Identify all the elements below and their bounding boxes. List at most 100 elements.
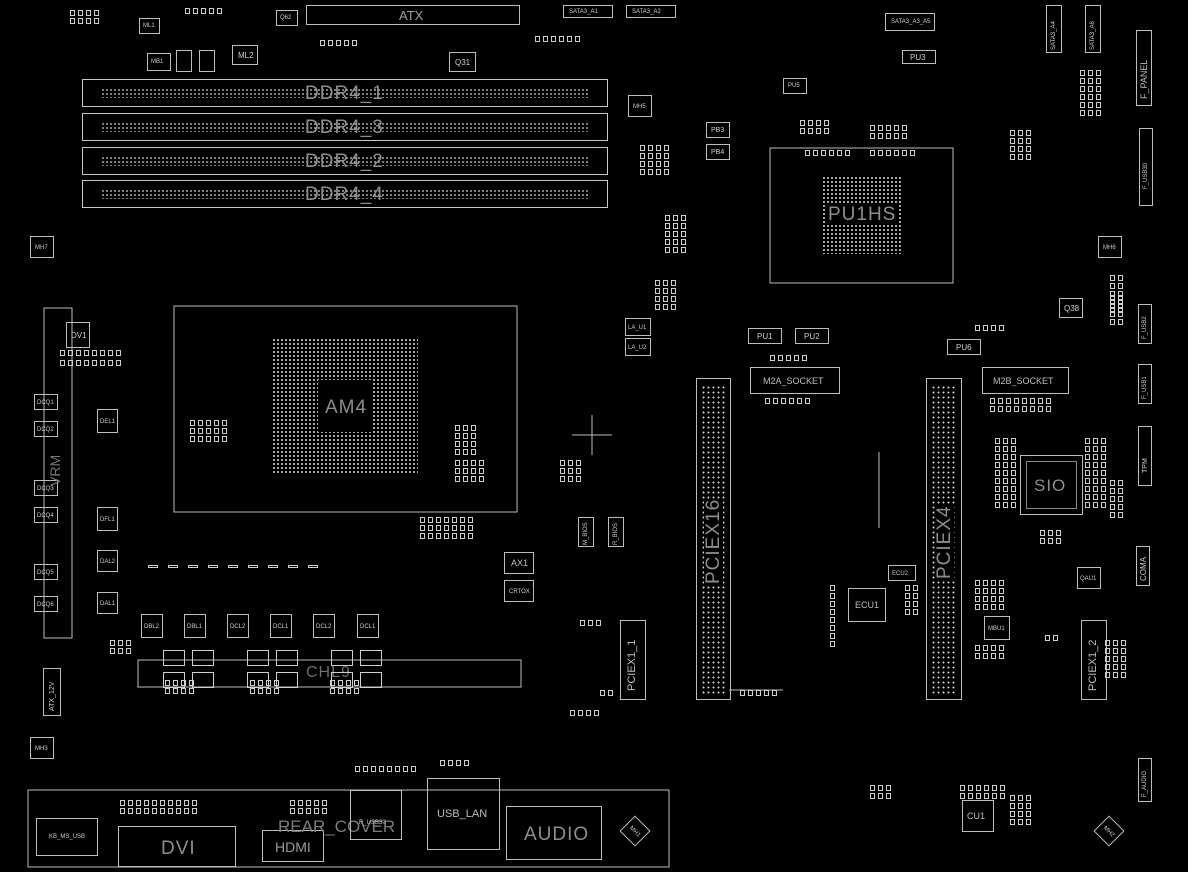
pciex1-2-label: PCIEX1_2: [1087, 639, 1099, 691]
smd-pad: [1006, 406, 1011, 412]
m2a-socket: M2A_SOCKET: [750, 367, 840, 394]
smd-pad: [208, 565, 218, 568]
smd-pad: [656, 161, 661, 167]
smd-pad: [568, 460, 573, 466]
smd-pad: [1011, 446, 1016, 452]
smd-pad: [306, 800, 311, 806]
smd-pad: [444, 525, 449, 531]
smd-pad: [975, 604, 980, 610]
smd-pad: [173, 680, 178, 686]
smd-pad: [92, 360, 97, 366]
smd-pad: [1030, 398, 1035, 404]
smd-pad: [656, 169, 661, 175]
smd-pad: [665, 231, 670, 237]
smd-pad: [322, 800, 327, 806]
smd-pad: [411, 766, 416, 772]
smd-pad: [995, 494, 1000, 500]
smd-pad: [1110, 319, 1115, 325]
smd-pad: [870, 785, 875, 791]
f-panel-header: F_PANEL: [1136, 30, 1152, 106]
pu1-chip: PU1: [748, 328, 782, 344]
smd-pad: [206, 420, 211, 426]
smd-pad: [1006, 398, 1011, 404]
smd-pad: [1118, 295, 1123, 301]
smd-pad: [1101, 478, 1106, 484]
smd-pad: [1003, 438, 1008, 444]
smd-pad: [894, 125, 899, 131]
smd-pad: [479, 468, 484, 474]
smd-pad: [1003, 470, 1008, 476]
pu2-chip: PU2: [795, 328, 829, 344]
dcq1-chip: DCQ1: [34, 394, 58, 410]
smd-pad: [664, 153, 669, 159]
smd-pad: [829, 150, 834, 156]
sata-a4-connector: SATA3_A4: [1046, 5, 1062, 53]
smd-pad: [1085, 462, 1090, 468]
smd-pad: [830, 593, 835, 599]
smd-pad: [913, 585, 918, 591]
smd-pad: [663, 304, 668, 310]
smd-pad: [76, 350, 81, 356]
smd-pad: [570, 710, 575, 716]
smd-pad: [68, 350, 73, 356]
smd-pad: [673, 231, 678, 237]
smd-pad: [468, 525, 473, 531]
smd-pad: [228, 565, 238, 568]
smd-pad: [1026, 795, 1031, 801]
smd-pad: [190, 428, 195, 434]
sata-a6-label: SATA3_A6: [1090, 21, 1096, 50]
smd-pad: [455, 460, 460, 466]
vrm-inductor-label: DBL1: [187, 624, 203, 630]
mosfet-pad: [276, 650, 298, 666]
vrm-inductor-3: DCL2: [227, 614, 249, 638]
coma-header: COMA: [1136, 546, 1150, 586]
dcq-label: DCQ1: [37, 400, 54, 406]
smd-pad: [648, 169, 653, 175]
ax1-crystal: AX1: [504, 552, 534, 574]
smd-pad: [463, 449, 468, 455]
dcq-label: DCQ3: [37, 486, 54, 492]
smd-pad: [100, 350, 105, 356]
smd-pad: [1056, 538, 1061, 544]
sio-chip: SIO: [1020, 455, 1083, 515]
pu5-label: PU5: [788, 83, 800, 89]
smd-pad: [94, 18, 99, 24]
smd-pad: [543, 36, 548, 42]
vrm-inductor-label: DCL2: [316, 624, 332, 630]
smd-pad: [1011, 478, 1016, 484]
smd-pad: [800, 128, 805, 134]
smd-pad: [336, 40, 341, 46]
smd-pad: [118, 640, 123, 646]
cu1-label: CU1: [967, 811, 986, 821]
smd-pad: [648, 153, 653, 159]
smd-pad: [471, 476, 476, 482]
smd-pad: [258, 680, 263, 686]
smd-pad: [176, 808, 181, 814]
smd-pad: [420, 525, 425, 531]
smd-pad: [781, 398, 786, 404]
smd-pad: [640, 153, 645, 159]
smd-pad: [995, 446, 1000, 452]
smd-pad: [1093, 446, 1098, 452]
smd-pad: [455, 441, 460, 447]
pu6-chip: PU6: [947, 339, 981, 355]
dimm-pins: [101, 156, 589, 166]
smd-pad: [165, 688, 170, 694]
sata-a1-connector: SATA3_A1: [563, 5, 613, 18]
smd-pad: [559, 36, 564, 42]
atx-12v-connector: ATX_12V: [43, 668, 61, 716]
m-bios-chip: M_BIOS: [578, 517, 594, 547]
smd-pad: [184, 808, 189, 814]
smd-pad: [1093, 502, 1098, 508]
smd-pad: [346, 688, 351, 694]
smd-pad: [913, 593, 918, 599]
smd-pad: [1011, 486, 1016, 492]
ecu2-label: ECU2: [892, 571, 909, 577]
smd-pad: [184, 800, 189, 806]
pciex16-label: PCIEX16: [703, 498, 724, 584]
smd-pad: [1085, 486, 1090, 492]
smd-pad: [165, 680, 170, 686]
smd-pad: [1101, 446, 1106, 452]
smd-pad: [1010, 130, 1015, 136]
smd-pad: [455, 433, 460, 439]
